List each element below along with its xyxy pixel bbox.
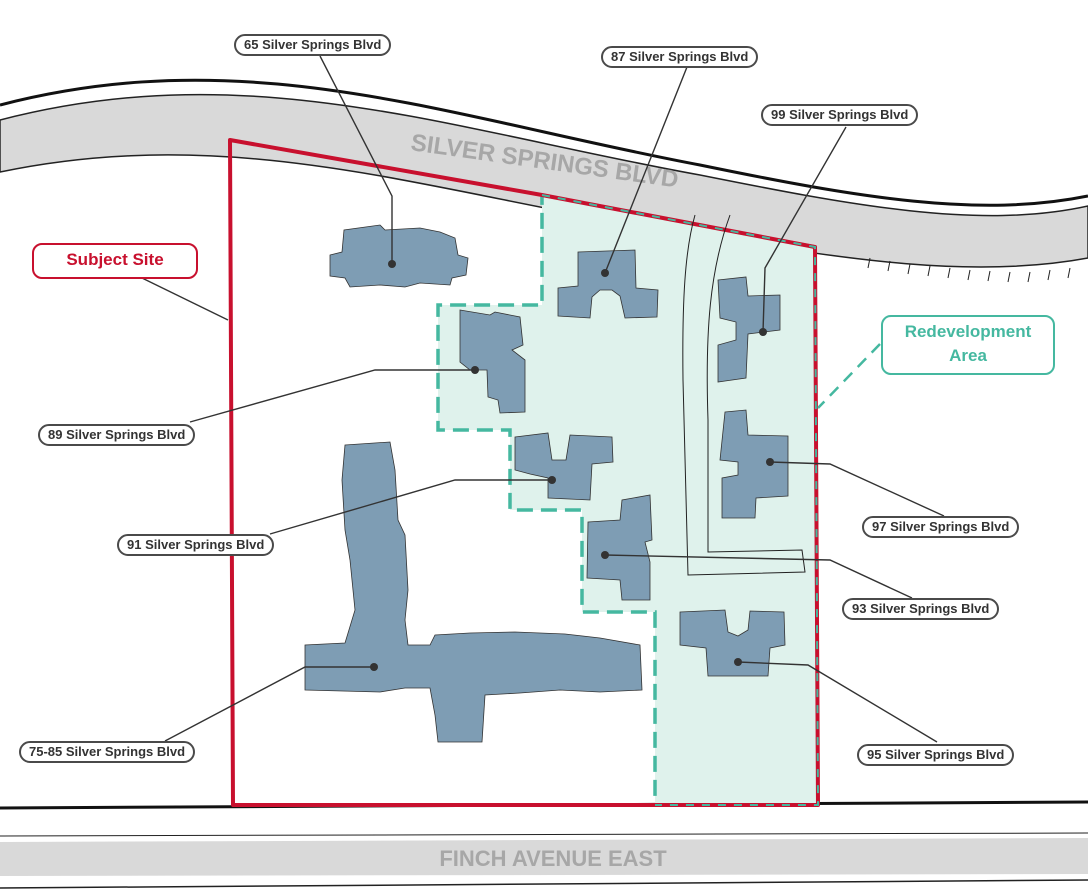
silver-springs-road	[0, 93, 1088, 268]
label-89-silver-springs: 89 Silver Springs Blvd	[38, 424, 196, 446]
subject-site-boundary	[228, 138, 820, 807]
south-street-label: FINCH AVENUE EAST	[439, 846, 667, 871]
leader-lines	[141, 55, 945, 743]
label-99-silver-springs: 99 Silver Springs Blvd	[761, 104, 919, 126]
building-markers	[370, 260, 774, 671]
label-65-silver-springs: 65 Silver Springs Blvd	[234, 34, 392, 56]
north-curb-line	[0, 78, 1088, 207]
label-93-silver-springs: 93 Silver Springs Blvd	[842, 598, 1000, 620]
label-97-silver-springs: 97 Silver Springs Blvd	[862, 516, 1020, 538]
building-97	[719, 409, 789, 519]
building-91	[514, 432, 614, 501]
building-95	[679, 609, 786, 677]
redevelopment-area-label: Redevelopment Area	[881, 315, 1055, 375]
internal-driveway	[682, 214, 806, 576]
label-91-silver-springs: 91 Silver Springs Blvd	[117, 534, 275, 556]
building-87	[557, 249, 659, 319]
label-87-silver-springs: 87 Silver Springs Blvd	[601, 46, 759, 68]
buildings	[304, 224, 789, 743]
building-75-85	[304, 441, 643, 743]
finch-avenue-road	[0, 838, 1088, 876]
label-75-85-silver-springs: 75-85 Silver Springs Blvd	[19, 741, 196, 763]
building-93	[586, 494, 653, 601]
label-95-silver-springs: 95 Silver Springs Blvd	[857, 744, 1015, 766]
subject-site-label: Subject Site	[32, 243, 198, 279]
redevelopment-leader	[817, 343, 881, 409]
road-ticks	[867, 257, 1071, 283]
building-65	[329, 224, 469, 288]
